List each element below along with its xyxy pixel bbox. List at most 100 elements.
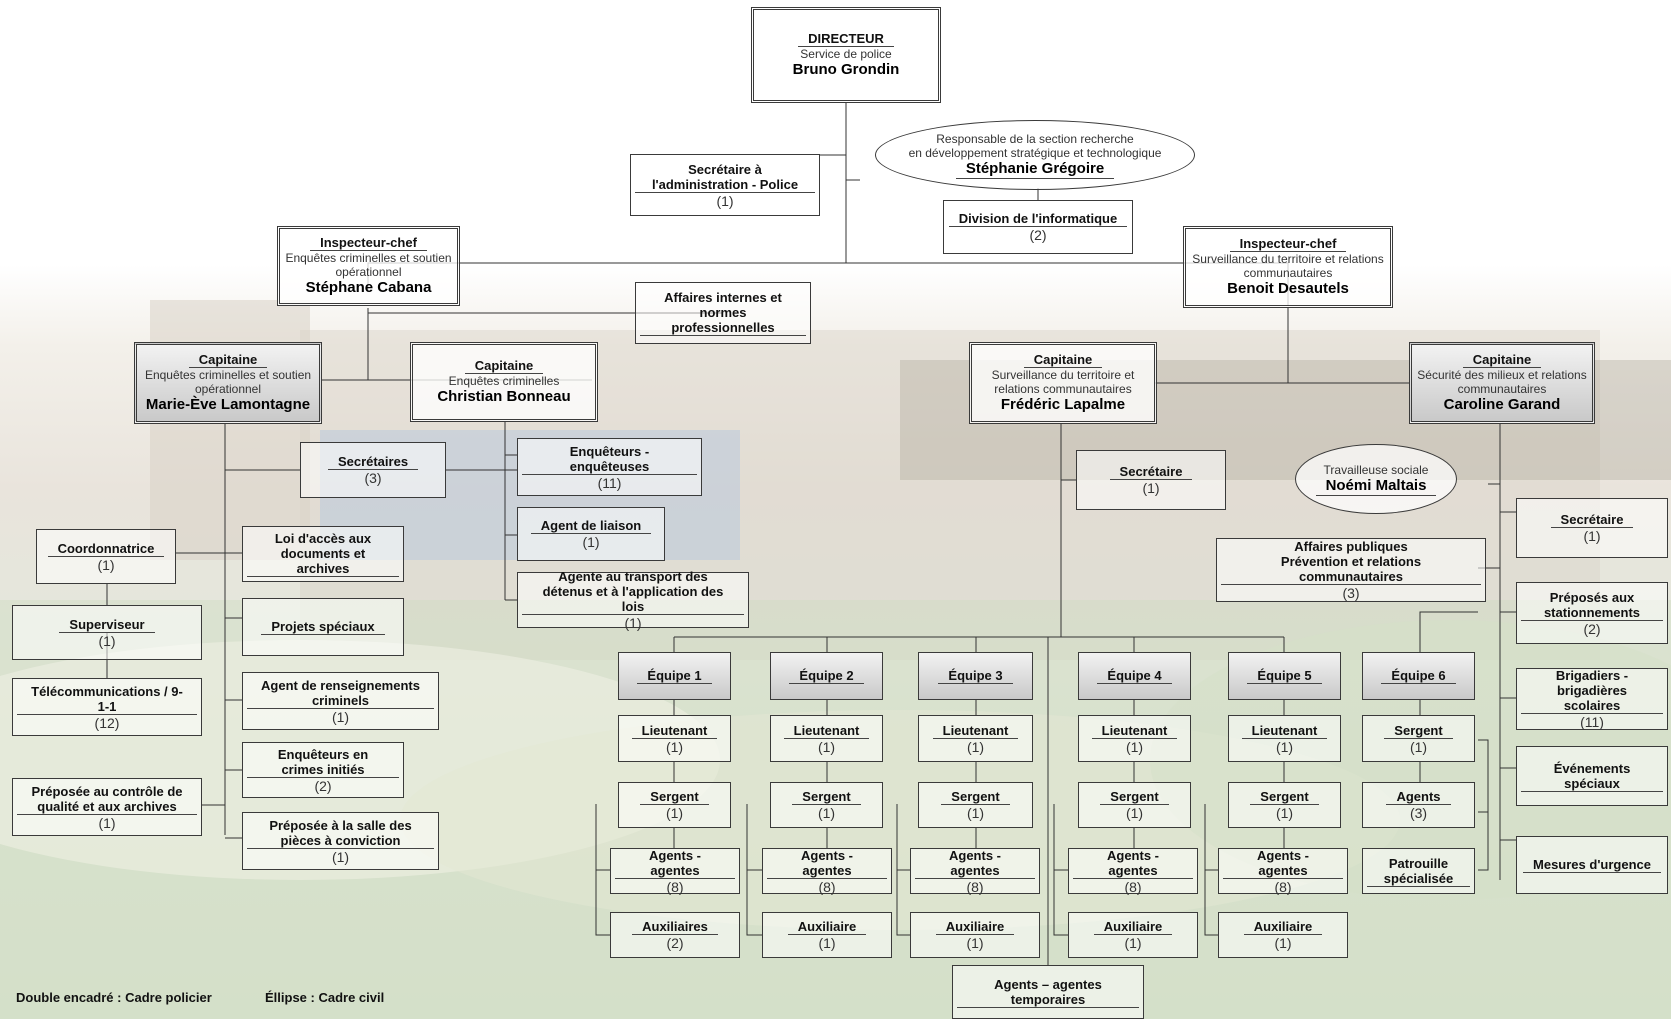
agent-transport-box[interactable]: Agente au transport des détenus et à l'a… — [517, 569, 749, 631]
agents-title: Agents - agentes — [615, 848, 735, 879]
telecom-box[interactable]: Télécommunications / 9-1-1 (12) — [12, 678, 202, 736]
auxiliaires-box[interactable]: Auxiliaire(1) — [1068, 912, 1198, 958]
sergent-box[interactable]: Sergent(1) — [618, 782, 731, 828]
affaires-internes-box[interactable]: Affaires internes et normes professionne… — [635, 282, 811, 344]
sergent-title: Sergent — [792, 789, 861, 805]
secretaire-cap4-title: Secrétaire — [1550, 512, 1634, 528]
agent-renseignements-box[interactable]: Agent de renseignements criminels (1) — [242, 672, 439, 730]
directeur-box[interactable]: DIRECTEUR Service de police Bruno Grondi… — [751, 7, 941, 103]
agents-agentes-box[interactable]: Agents - agentes(8) — [1218, 848, 1348, 895]
agent-liaison-title: Agent de liaison — [530, 518, 652, 534]
sergent-box[interactable]: Sergent(1) — [1362, 715, 1475, 762]
auxiliaires-title: Auxiliaire — [1243, 919, 1323, 935]
superviseur-title: Superviseur — [59, 617, 155, 633]
agents-count: (8) — [818, 878, 836, 895]
patrouille-title: Patrouille spécialisée — [1367, 856, 1470, 887]
loi-acces-box[interactable]: Loi d'accès aux documents et archives — [242, 526, 404, 582]
projets-speciaux-box[interactable]: Projets spéciaux — [242, 598, 404, 656]
affaires-publiques-l1: Affaires publiques — [1294, 539, 1408, 554]
mesures-urgence-title: Mesures d'urgence — [1523, 857, 1661, 873]
cap3-title: Capitaine — [1023, 352, 1103, 368]
preposee-salle-box[interactable]: Préposée à la salle des pièces à convict… — [242, 812, 439, 870]
agents-agentes-box[interactable]: Agents - agentes(8) — [1068, 848, 1198, 895]
inspecteur-chef-right[interactable]: Inspecteur-chef Surveillance du territoi… — [1183, 226, 1393, 308]
preposee-salle-count: (1) — [331, 848, 350, 865]
sergent-box[interactable]: Sergent(1) — [1078, 782, 1191, 828]
enqueteurs-box[interactable]: Enquêteurs - enquêteuses (11) — [517, 438, 702, 496]
enqueteurs-crimes-box[interactable]: Enquêteurs en crimes initiés (2) — [242, 742, 404, 798]
agents-agentes-box[interactable]: Agents - agentes(8) — [610, 848, 740, 895]
lieutenant-box[interactable]: Lieutenant(1) — [770, 715, 883, 762]
equipe-2[interactable]: Équipe 2 — [770, 652, 883, 700]
agents-agentes-box[interactable]: Agents - agentes(8) — [762, 848, 892, 895]
lieutenant-box[interactable]: Lieutenant(1) — [1078, 715, 1191, 762]
secretaire-cap3-count: (1) — [1142, 480, 1160, 496]
equipe-name: Équipe 5 — [1247, 668, 1322, 684]
mesures-urgence-box[interactable]: Mesures d'urgence — [1516, 836, 1668, 894]
agents-count: (8) — [666, 878, 684, 895]
equipe-6[interactable]: Équipe 6 — [1362, 652, 1475, 700]
lieutenant-box[interactable]: Lieutenant(1) — [918, 715, 1033, 762]
affaires-publiques-box[interactable]: Affaires publiques Prévention et relatio… — [1216, 538, 1486, 602]
lieutenant-title: Lieutenant — [631, 723, 718, 739]
travailleuse-sociale-ellipse[interactable]: Travailleuse sociale Noémi Maltais — [1295, 444, 1457, 514]
equipe-5[interactable]: Équipe 5 — [1228, 652, 1341, 700]
patrouille-specialisee-box[interactable]: Patrouille spécialisée — [1362, 848, 1475, 894]
travailleuse-name: Noémi Maltais — [1315, 477, 1437, 496]
evenements-speciaux-title: Événements spéciaux — [1521, 761, 1663, 792]
affaires-publiques-l2: Prévention et relations communautaires — [1221, 554, 1481, 585]
secretaire-cap3-title: Secrétaire — [1109, 464, 1193, 480]
sergent-box[interactable]: Sergent(1) — [770, 782, 883, 828]
telecom-count: (12) — [94, 714, 120, 731]
responsable-ellipse[interactable]: Responsable de la section recherche en d… — [875, 120, 1195, 190]
equipe-1[interactable]: Équipe 1 — [618, 652, 731, 700]
inspecteur-left-name: Stéphane Cabana — [305, 279, 432, 296]
secretaire-cap4-box[interactable]: Secrétaire (1) — [1516, 498, 1668, 558]
secretaire-admin-box[interactable]: Secrétaire à l'administration - Police (… — [630, 154, 820, 216]
coordonnatrice-box[interactable]: Coordonnatrice (1) — [36, 529, 176, 584]
lieutenant-count: (1) — [1125, 738, 1144, 755]
inspecteur-left-sub: Enquêtes criminelles et soutien opératio… — [285, 251, 452, 279]
sergent-title: Sergent — [1100, 789, 1169, 805]
secretaires-box[interactable]: Secrétaires (3) — [300, 442, 446, 498]
capitaine-2[interactable]: Capitaine Enquêtes criminelles Christian… — [410, 342, 598, 422]
preposes-stationnements-box[interactable]: Préposés aux stationnements (2) — [1516, 582, 1668, 644]
coordonnatrice-count: (1) — [97, 556, 115, 573]
evenements-speciaux-box[interactable]: Événements spéciaux — [1516, 746, 1668, 806]
agent-transport-title: Agente au transport des détenus et à l'a… — [522, 569, 744, 615]
lieutenant-title: Lieutenant — [783, 723, 870, 739]
loi-acces-title: Loi d'accès aux documents et archives — [247, 531, 399, 577]
lieutenant-box[interactable]: Lieutenant(1) — [1228, 715, 1341, 762]
sergent-box[interactable]: Sergent(1) — [1228, 782, 1341, 828]
agents-box[interactable]: Agents(3) — [1362, 782, 1475, 828]
directeur-sub: Service de police — [800, 47, 892, 61]
agents-agentes-box[interactable]: Agents - agentes(8) — [910, 848, 1040, 895]
auxiliaires-box[interactable]: Auxiliaires(2) — [610, 912, 740, 958]
equipe-4[interactable]: Équipe 4 — [1078, 652, 1191, 700]
equipe-3[interactable]: Équipe 3 — [918, 652, 1033, 700]
capitaine-1[interactable]: Capitaine Enquêtes criminelles et soutie… — [134, 342, 322, 424]
auxiliaires-box[interactable]: Auxiliaire(1) — [910, 912, 1040, 958]
lieutenant-box[interactable]: Lieutenant(1) — [618, 715, 731, 762]
division-informatique-box[interactable]: Division de l'informatique (2) — [943, 200, 1133, 254]
auxiliaires-count: (1) — [818, 935, 836, 951]
cap4-title: Capitaine — [1462, 352, 1542, 368]
agent-liaison-box[interactable]: Agent de liaison (1) — [517, 507, 665, 561]
brigadiers-box[interactable]: Brigadiers - brigadières scolaires (11) — [1516, 668, 1668, 730]
inspecteur-chef-left[interactable]: Inspecteur-chef Enquêtes criminelles et … — [277, 226, 460, 306]
sergent-box[interactable]: Sergent(1) — [918, 782, 1033, 828]
agents-temporaires-box[interactable]: Agents – agentes temporaires — [952, 965, 1144, 1019]
inspecteur-right-name: Benoit Desautels — [1227, 280, 1349, 297]
secretaire-cap3-box[interactable]: Secrétaire (1) — [1076, 450, 1226, 510]
division-informatique-title: Division de l'informatique — [948, 211, 1128, 227]
auxiliaires-box[interactable]: Auxiliaire(1) — [762, 912, 892, 958]
superviseur-box[interactable]: Superviseur (1) — [12, 605, 202, 660]
agents-count: (3) — [1409, 805, 1428, 821]
auxiliaires-box[interactable]: Auxiliaire(1) — [1218, 912, 1348, 958]
lieutenant-title: Lieutenant — [1091, 723, 1178, 739]
capitaine-3[interactable]: Capitaine Surveillance du territoire et … — [969, 342, 1157, 424]
agents-title: Agents - agentes — [1073, 848, 1193, 879]
capitaine-4[interactable]: Capitaine Sécurité des milieux et relati… — [1409, 342, 1595, 424]
lieutenant-count: (1) — [1275, 738, 1294, 755]
preposee-controle-box[interactable]: Préposée au contrôle de qualité et aux a… — [12, 778, 202, 836]
